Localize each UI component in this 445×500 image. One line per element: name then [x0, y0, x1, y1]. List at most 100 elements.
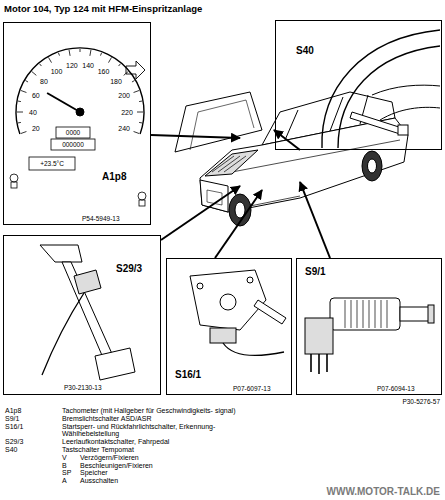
gauge-tick	[49, 57, 52, 62]
component-panel: S16/1P07-6097-13	[166, 258, 292, 395]
gauge-tick	[18, 122, 21, 124]
figure-number: P30-5276-57	[402, 398, 440, 405]
gauge-tick	[58, 53, 59, 56]
gauge-tick	[21, 131, 27, 133]
leader-line	[215, 190, 262, 258]
connector	[210, 328, 236, 343]
figure-number: P07-6094-13	[377, 385, 415, 392]
key-description: Tachometer (mit Hallgeber für Geschwindi…	[62, 407, 247, 415]
plunger-cap	[428, 305, 434, 323]
key-code: A1p8	[5, 407, 21, 415]
pedal-pad	[95, 348, 135, 380]
component-code: S9/1	[305, 266, 326, 277]
key-description: Tastschalter Tempomat	[62, 446, 247, 454]
lever-knob	[398, 125, 408, 135]
gauge-tick	[139, 101, 142, 103]
switch-plunger	[400, 307, 430, 321]
speed-scale-number: 60	[32, 92, 40, 99]
wheel-rim-outer	[322, 30, 440, 148]
key-code: B	[62, 462, 67, 470]
connector-pins	[311, 354, 327, 374]
pedal-lever	[62, 262, 113, 360]
speed-scale-number: 180	[110, 78, 122, 85]
odometer-digits: 000000	[62, 141, 84, 148]
figure-number: P07-6097-13	[233, 385, 271, 392]
cruise-control-lever	[350, 112, 402, 134]
hood-inner	[190, 100, 254, 150]
car-hood-open	[175, 92, 262, 152]
gauge-rim	[16, 48, 144, 134]
thread-line	[387, 300, 388, 328]
speed-scale-number: 20	[32, 125, 40, 132]
pedal-bracket	[40, 245, 82, 262]
gauge-tick	[25, 81, 28, 83]
component-panel: S29/3P30-2130-13	[3, 235, 161, 395]
turn-signal-symbol	[126, 61, 145, 79]
thread-line	[369, 300, 370, 328]
component-panel: A1p8P54-5949-13	[3, 22, 151, 225]
gauge-ticks	[17, 49, 143, 134]
speed-scale-number: 160	[98, 68, 110, 75]
trip-display	[56, 127, 90, 138]
key-description: Speicher	[80, 469, 265, 477]
leader-line	[274, 130, 300, 150]
thread-line	[345, 300, 346, 328]
gauge-tick	[18, 101, 21, 103]
component-code: S40	[296, 45, 314, 56]
speed-scale-number: 240	[118, 125, 130, 132]
gauge-tick	[21, 90, 27, 92]
key-description: Ausschalten	[80, 477, 265, 485]
watermark: WWW.MOTOR-TALK.DE	[327, 486, 441, 497]
steering-wheel-drawing	[322, 30, 440, 148]
component-code: S29/3	[116, 263, 142, 274]
key-description: Beschleunigen/Fixieren	[80, 462, 265, 470]
speed-scale-number: 40	[29, 109, 37, 116]
gauge-tick	[109, 57, 112, 62]
bulb-base	[11, 182, 17, 188]
gauge-tick	[40, 64, 42, 66]
key-description: Leerlaufkontaktschalter, Fahrpedal	[62, 438, 247, 446]
mounting-hole	[247, 277, 253, 283]
rear-wheel	[362, 151, 382, 181]
temperature-display	[29, 157, 75, 170]
needle	[47, 93, 80, 112]
gauge-tick	[101, 53, 102, 56]
thread-line	[375, 300, 376, 328]
temperature-reading: +23.5°C	[40, 160, 64, 167]
leader-line	[300, 182, 330, 258]
key-code: S9/1	[5, 415, 19, 423]
figure-number: P54-5949-13	[82, 215, 120, 222]
speed-scale-number: 100	[51, 68, 63, 75]
thread-line	[363, 300, 364, 328]
odometer-display	[51, 139, 95, 150]
component-code: S16/1	[175, 369, 201, 380]
title: Motor 104, Typ 124 mit HFM-Einspritzanla…	[4, 3, 202, 14]
speed-scale-number: 220	[121, 109, 133, 116]
key-code: S29/3	[5, 438, 23, 446]
speed-scale-number: 200	[118, 92, 130, 99]
key-code: A	[62, 477, 67, 485]
key-description: Bremslichtschalter ASD/ASR	[62, 415, 247, 423]
switch-body	[330, 298, 400, 330]
brake-light-switch-drawing	[305, 298, 434, 374]
key-code: V	[62, 454, 67, 462]
gauge-tick	[139, 122, 142, 124]
component-panel: S9/1P07-6094-13	[296, 258, 442, 395]
key-code: S40	[5, 446, 17, 454]
gauge-tick	[134, 131, 140, 133]
connector	[305, 318, 333, 354]
mounting-hole	[197, 283, 203, 289]
component-panel: S40	[275, 20, 442, 150]
starter-lockout-switch-drawing	[190, 270, 286, 355]
idle-contact-switch	[74, 270, 101, 294]
gauge-tick	[80, 49, 81, 52]
wheel-spoke	[372, 85, 440, 120]
component-code: A1p8	[102, 171, 126, 182]
gauge-tick	[132, 81, 135, 83]
odometer-digits: 0000	[66, 129, 80, 136]
wheel-rim-inner	[338, 46, 440, 148]
switch-cable	[42, 293, 84, 375]
gauge-tick	[17, 112, 23, 113]
thread-lines	[345, 300, 387, 328]
key-code: SP	[62, 469, 71, 477]
